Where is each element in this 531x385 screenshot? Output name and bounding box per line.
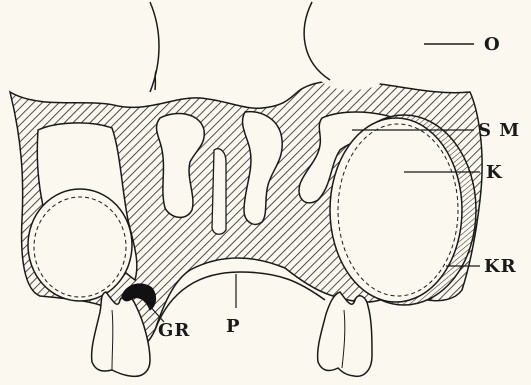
label-k: K <box>486 162 503 183</box>
label-p: P <box>226 316 241 337</box>
label-sm: S M <box>478 120 520 141</box>
right-cyst <box>330 118 462 302</box>
left-orbit-fill <box>0 0 158 97</box>
label-kr: KR <box>484 256 517 277</box>
left-sinus <box>28 189 132 301</box>
right-orbit-fill <box>304 0 380 90</box>
label-o: O <box>484 34 501 55</box>
label-gr: GR <box>158 320 190 341</box>
central-septum-gap-middle <box>212 149 226 235</box>
